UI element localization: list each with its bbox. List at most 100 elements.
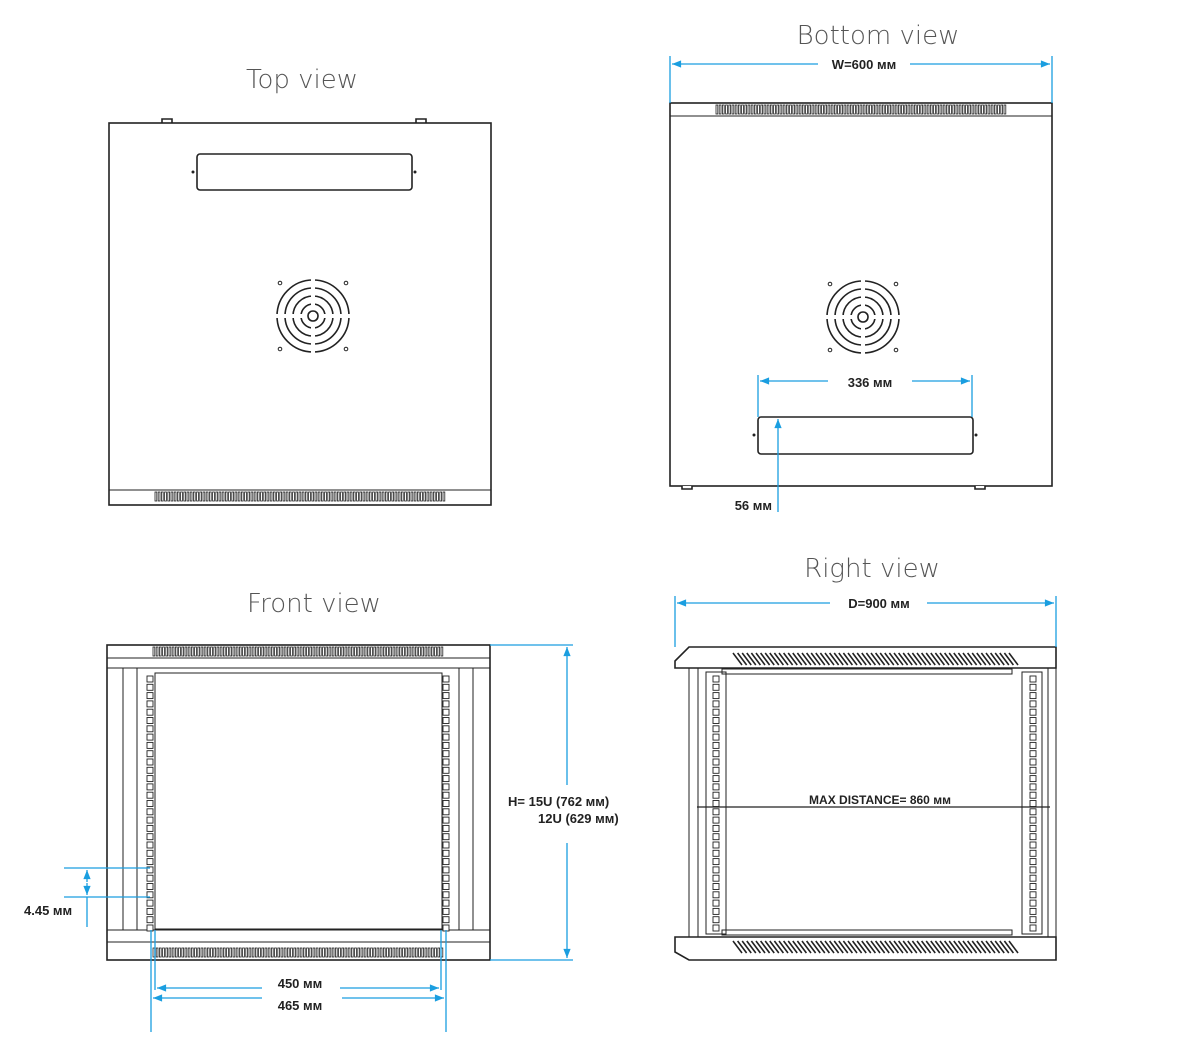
vent-slot [792,652,803,666]
rail-hole [1029,858,1037,866]
vent-slot [838,940,849,954]
vent-slot [778,940,789,954]
vent-slot [843,104,847,115]
vent-slot [429,491,433,502]
vent-slot [360,947,364,958]
vent-slot [388,491,391,502]
vent-slot [980,652,992,666]
rail-hole [146,924,154,932]
fan-hub [307,310,319,322]
vent-slot [279,491,282,502]
vent-slot [872,104,875,115]
vent-slot [842,652,854,666]
vent-slot [302,646,306,657]
vent-slot [833,940,844,954]
vent-slot [222,646,226,657]
vent-slot [984,104,987,115]
rail-hole [1029,708,1037,716]
rail-hole [1029,692,1037,700]
rail-hole [146,791,154,799]
vent-slot [352,491,356,502]
vent-slot [293,947,296,958]
vent-slot [312,947,316,958]
vent-slot [943,652,955,666]
right-view-title: Right view [804,554,940,584]
height-12u-dimension: 12U (629 мм) [538,811,619,826]
vent-slot [356,491,359,502]
vent-slot [805,104,808,115]
vent-slot [764,940,775,954]
front-view-title: Front view [247,589,381,619]
vent-slot [331,646,335,657]
vent-slot [414,646,418,657]
vent-slot [226,947,229,958]
vent-slot [263,491,266,502]
vent-slot [434,646,437,657]
vent-slot [987,104,991,115]
vent-slot [274,646,277,657]
fan-screw-hole [343,280,349,286]
vent-slot [158,947,162,958]
vent-slot [878,104,882,115]
rail-hole [442,791,450,799]
vent-slot [904,104,907,115]
vent-slot [186,491,190,502]
vent-slot [232,947,236,958]
vent-slot [862,104,866,115]
vent-slot [247,491,251,502]
fan-screw-hole [277,280,283,286]
rail-inner-dimension: 450 мм [278,976,323,991]
vent-slot [786,104,789,115]
vent-slot [981,104,984,115]
vent-slot [902,652,913,666]
bottom-view: W=600 мм 336 мм 56 мм [669,56,1053,513]
mounting-rail-right [442,675,450,932]
vent-slot [306,646,309,657]
vent-slot [392,646,396,657]
front-frame [106,644,491,961]
vent-slot [787,940,798,954]
vent-slot [251,646,255,657]
vent-slot [334,646,338,657]
vent-slot [989,652,1001,666]
vent-slot [248,947,252,958]
fan-icon [275,278,351,354]
rail-hole [146,741,154,749]
vent-slot [162,947,165,958]
vent-slot [763,104,767,115]
unit-pitch-dimension: 4.45 мм [24,903,72,918]
vent-slot [802,104,805,115]
vent-slot [251,947,255,958]
vent-slot [395,646,399,657]
vent-slot [221,491,225,502]
vent-slot [362,491,366,502]
rail-hole [712,899,720,907]
vent-slot [304,491,308,502]
vent-slot [971,104,975,115]
vent-slot [437,646,440,657]
vent-slot [939,104,943,115]
vent-slot [286,646,290,657]
rail-hole [712,741,720,749]
vent-slot [971,940,982,954]
vent-slot [856,940,867,954]
vent-slot [818,104,821,115]
height-15u-dimension: H= 15U (762 мм) [508,794,609,809]
rail-hole [1029,725,1037,733]
rail-hole [712,874,720,882]
vent-slot [796,652,808,666]
vent-slot [907,104,911,115]
vent-slot [357,947,360,958]
vent-slot [210,947,213,958]
rail-hole [442,733,450,741]
vent-slot [167,491,171,502]
vent-slot [966,940,978,954]
vent-slot [162,646,165,657]
vent-slot [160,491,164,502]
vent-slot [884,940,895,954]
vent-slot [293,646,296,657]
vent-slot [235,947,239,958]
vent-slot [331,947,335,958]
vent-slot [171,947,175,958]
rail-hole [146,775,154,783]
